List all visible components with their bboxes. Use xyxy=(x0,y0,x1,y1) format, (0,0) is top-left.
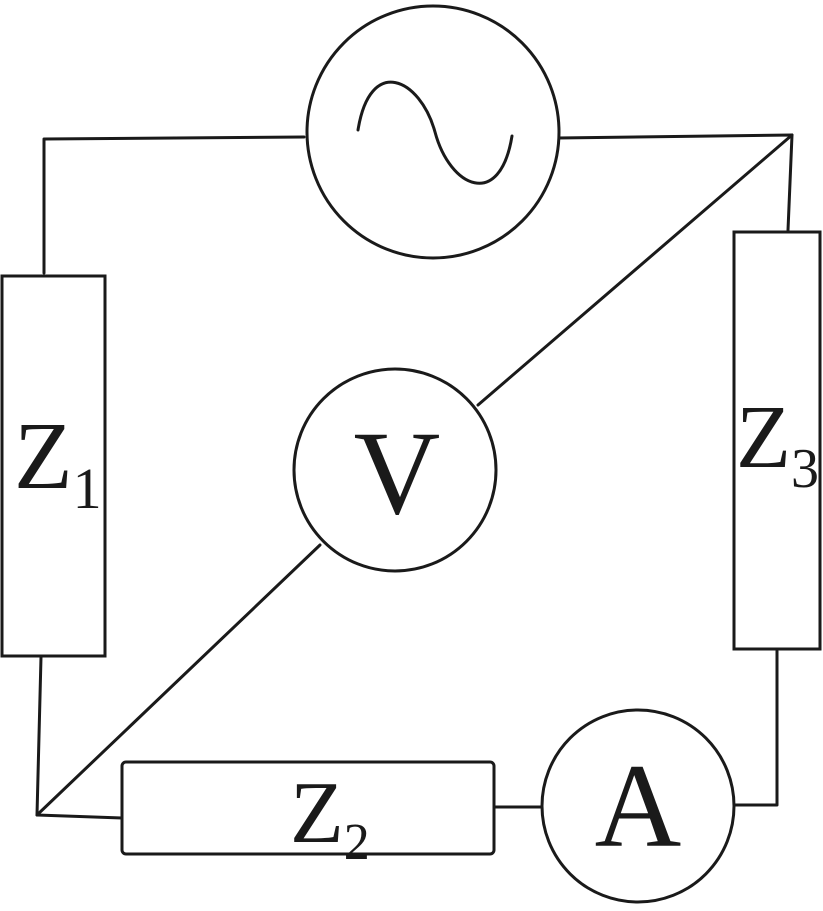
z2-subscript: 2 xyxy=(344,814,370,871)
wire-top-left xyxy=(42,135,306,275)
wire-top-right xyxy=(556,133,794,232)
ac-source xyxy=(305,4,561,260)
ammeter-label: A xyxy=(595,739,682,872)
ac-source-circle xyxy=(305,4,561,260)
sine-wave-icon xyxy=(356,80,514,185)
z1-label: Z1 xyxy=(14,402,102,521)
wire-left-bottom xyxy=(35,655,124,820)
z1-box xyxy=(0,274,107,658)
z3-subscript: 3 xyxy=(791,438,819,500)
wire-right-bottom xyxy=(733,649,779,807)
voltmeter-circle xyxy=(292,367,498,573)
voltmeter: V xyxy=(292,367,498,573)
z3-symbol: Z xyxy=(736,388,791,487)
ammeter-circle xyxy=(540,708,736,904)
voltmeter-label: V xyxy=(354,406,441,539)
impedance-z3: Z3 xyxy=(732,230,822,651)
z2-box xyxy=(120,760,496,856)
wire-diagonal-upper xyxy=(476,133,794,407)
impedance-z1: Z1 xyxy=(0,274,107,658)
impedance-z2: Z2 xyxy=(120,760,496,871)
ammeter: A xyxy=(540,708,736,904)
z2-label: Z2 xyxy=(290,765,370,871)
wires xyxy=(35,133,794,820)
z1-symbol: Z xyxy=(14,402,73,509)
z3-box xyxy=(732,230,822,651)
z1-subscript: 1 xyxy=(73,456,102,521)
z2-symbol: Z xyxy=(290,765,344,862)
wire-diagonal-lower xyxy=(35,543,322,817)
z3-label: Z3 xyxy=(736,388,819,500)
